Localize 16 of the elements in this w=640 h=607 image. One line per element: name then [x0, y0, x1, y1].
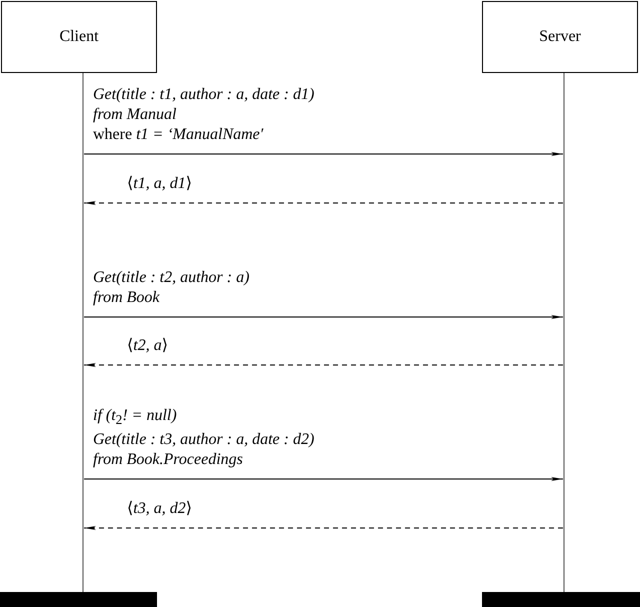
- lifeline-head-box: [1, 1, 157, 73]
- lifeline: [82, 73, 84, 592]
- return-arrow: [84, 363, 564, 367]
- lifeline-head-box: [482, 1, 638, 73]
- return-arrow: [84, 201, 564, 205]
- lifeline-end-bar: [482, 592, 640, 607]
- message-arrow: [84, 477, 564, 481]
- lifeline: [563, 73, 565, 592]
- participant-name: Server: [539, 28, 581, 46]
- message-arrow: [84, 315, 564, 319]
- lifeline-end-bar: [0, 592, 157, 607]
- participant-name: Client: [59, 28, 99, 46]
- message-arrow: [84, 152, 564, 156]
- message-label: Get(title : t2, author : a) from Book: [93, 268, 250, 308]
- return-arrow: [84, 526, 564, 530]
- message-label: if (t$_{2}$! = null) Get(title : t3, author : a, date : d2) from Book.Proceedings: [93, 406, 314, 470]
